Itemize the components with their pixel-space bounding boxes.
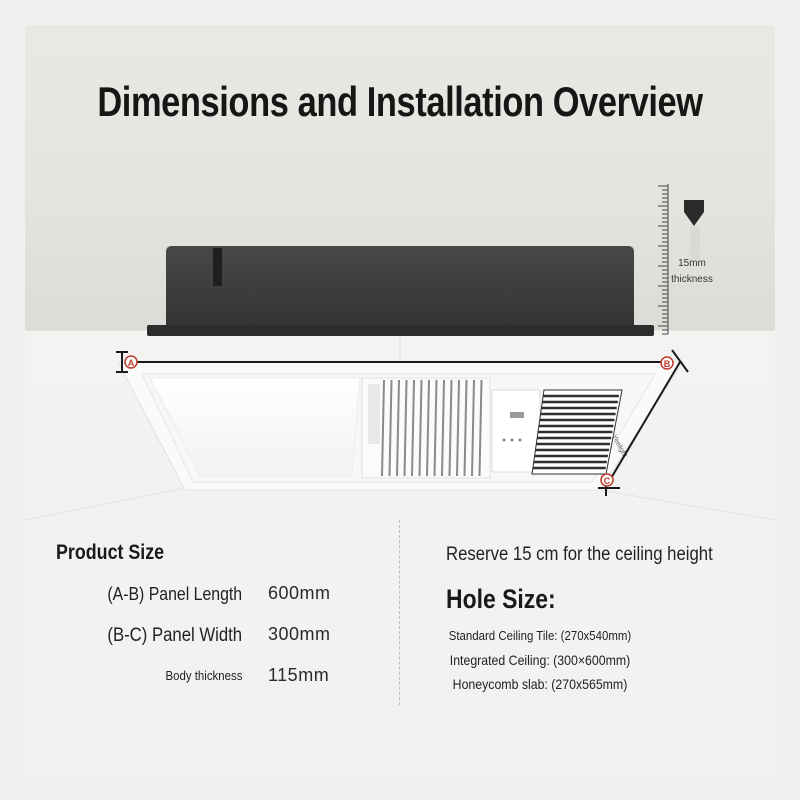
vent-slat [381, 379, 385, 477]
vent-slat [418, 379, 423, 477]
ceiling-reserve-note: Reserve 15 cm for the ceiling height [446, 544, 713, 565]
marker-b: B [660, 356, 674, 370]
panel-width-label: (B-C) Panel Width [107, 625, 242, 646]
hole-size-heading: Hole Size: [446, 584, 556, 614]
marker-a: A [124, 355, 138, 369]
product-size-heading: Product Size [56, 541, 165, 564]
panel-length-value: 600mm [268, 583, 331, 603]
vent-slat [441, 379, 445, 477]
thickness-callout: 15mm thickness [664, 256, 720, 288]
vent-slat [471, 379, 475, 477]
marker-c-label: C [604, 476, 611, 486]
vent-slat [448, 379, 453, 477]
vent-slat [463, 379, 468, 477]
vent-grille-right [531, 389, 623, 475]
thickness-indicator-icon [684, 200, 704, 260]
vent-slat [433, 379, 438, 477]
dimension-b-c [598, 349, 689, 496]
marker-b-label: B [664, 359, 671, 369]
panel-length-label: (A-B) Panel Length [107, 584, 242, 604]
thickness-ruler [658, 184, 669, 335]
body-thickness-label: Body thickness [165, 668, 242, 683]
marker-a-label: A [128, 358, 135, 368]
vent-slat [388, 379, 393, 477]
dimension-a-b [116, 351, 668, 373]
panel-width-value: 300mm [268, 624, 331, 644]
vent-slat [456, 379, 460, 477]
control-panel [491, 389, 541, 473]
hole-item-honeycomb-slab: Honeycomb slab: (270x565mm) [452, 676, 628, 692]
marker-c: C [600, 473, 614, 487]
vent-grille-left [361, 377, 491, 479]
vent-slat [411, 379, 415, 477]
hole-item-integrated-ceiling: Integrated Ceiling: (300×600mm) [449, 652, 631, 668]
page-title: Dimensions and Installation Overview [97, 78, 703, 125]
device-body [147, 246, 654, 336]
vent-slat [396, 379, 400, 477]
lamp-panel [149, 377, 361, 477]
hole-item-standard-tile: Standard Ceiling Tile: (270x540mm) [448, 628, 632, 643]
thickness-callout-value: 15mm [678, 258, 706, 269]
vent-slat [426, 379, 430, 477]
vent-slat [478, 379, 483, 477]
thickness-callout-label: thickness [671, 274, 713, 285]
section-divider [399, 520, 400, 705]
body-thickness-value: 115mm [268, 665, 330, 685]
vent-slat [403, 379, 408, 477]
